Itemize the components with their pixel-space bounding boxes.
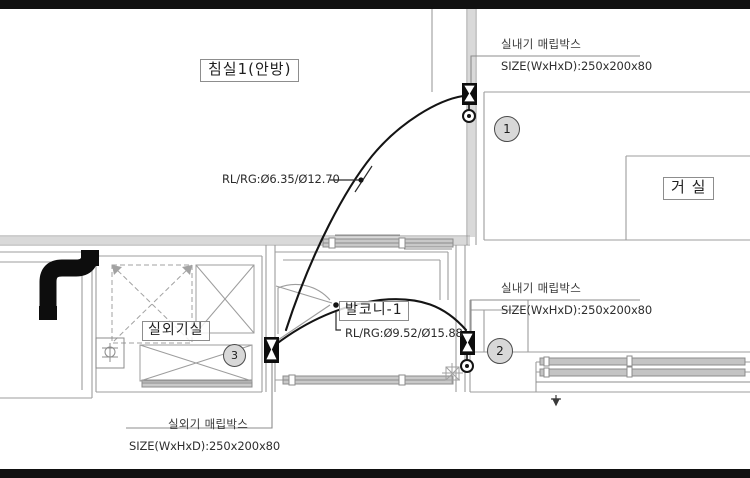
pipe-spec-lower: RL/RG:Ø9.52/Ø15.88 bbox=[345, 326, 463, 340]
valve-symbol-2[interactable] bbox=[460, 331, 475, 373]
annotation-indoor-box-2-size: SIZE(WxHxD):250x200x80 bbox=[501, 303, 653, 317]
valve-symbol-1[interactable] bbox=[462, 83, 477, 123]
tag-marker-3[interactable]: 3 bbox=[223, 344, 246, 367]
pipe-spec-upper: RL/RG:Ø6.35/Ø12.70 bbox=[222, 172, 340, 186]
outdoor-unit-dashed bbox=[111, 264, 193, 344]
balcony-fixture-icon bbox=[442, 363, 463, 384]
window-assembly-living-bottom bbox=[536, 355, 750, 383]
wall-fills bbox=[0, 9, 475, 244]
pipe-run-upper bbox=[284, 94, 465, 332]
door-swing-arc bbox=[275, 284, 333, 341]
floor-drain-icon bbox=[95, 337, 125, 369]
room-label-outdoor-unit-room: 실외기실 bbox=[142, 321, 210, 341]
center-mark-icon bbox=[551, 395, 561, 407]
annotation-indoor-box-2-title: 실내기 매립박스 bbox=[501, 281, 582, 295]
window-assembly-balcony-bottom bbox=[282, 374, 454, 386]
offset-pipe-symbol bbox=[39, 250, 99, 320]
tag-marker-2[interactable]: 2 bbox=[487, 338, 513, 364]
window-assembly-balcony-top bbox=[322, 234, 454, 250]
pipe-spec-leader-lower bbox=[333, 302, 341, 331]
window-assembly-outdoor-room-bottom bbox=[141, 379, 253, 388]
room-label-balcony1: 발코니-1 bbox=[339, 301, 409, 321]
pipe-spec-leader-upper bbox=[330, 165, 373, 193]
valve-symbol-3[interactable] bbox=[264, 337, 279, 363]
annotation-indoor-box-1-size: SIZE(WxHxD):250x200x80 bbox=[501, 59, 653, 73]
annotation-indoor-box-1-title: 실내기 매립박스 bbox=[501, 37, 582, 51]
annotation-outdoor-box-title: 실외기 매립박스 bbox=[168, 417, 249, 431]
tag-marker-1[interactable]: 1 bbox=[494, 116, 520, 142]
leader-lines bbox=[126, 55, 640, 429]
bottom-black-bar bbox=[0, 469, 750, 478]
top-black-bar bbox=[0, 0, 750, 9]
annotation-outdoor-box-size: SIZE(WxHxD):250x200x80 bbox=[129, 439, 281, 453]
room-label-living: 거 실 bbox=[663, 177, 715, 200]
pipe-run-lower bbox=[273, 298, 468, 347]
room-label-bedroom1: 침실1(안방) bbox=[200, 59, 300, 82]
